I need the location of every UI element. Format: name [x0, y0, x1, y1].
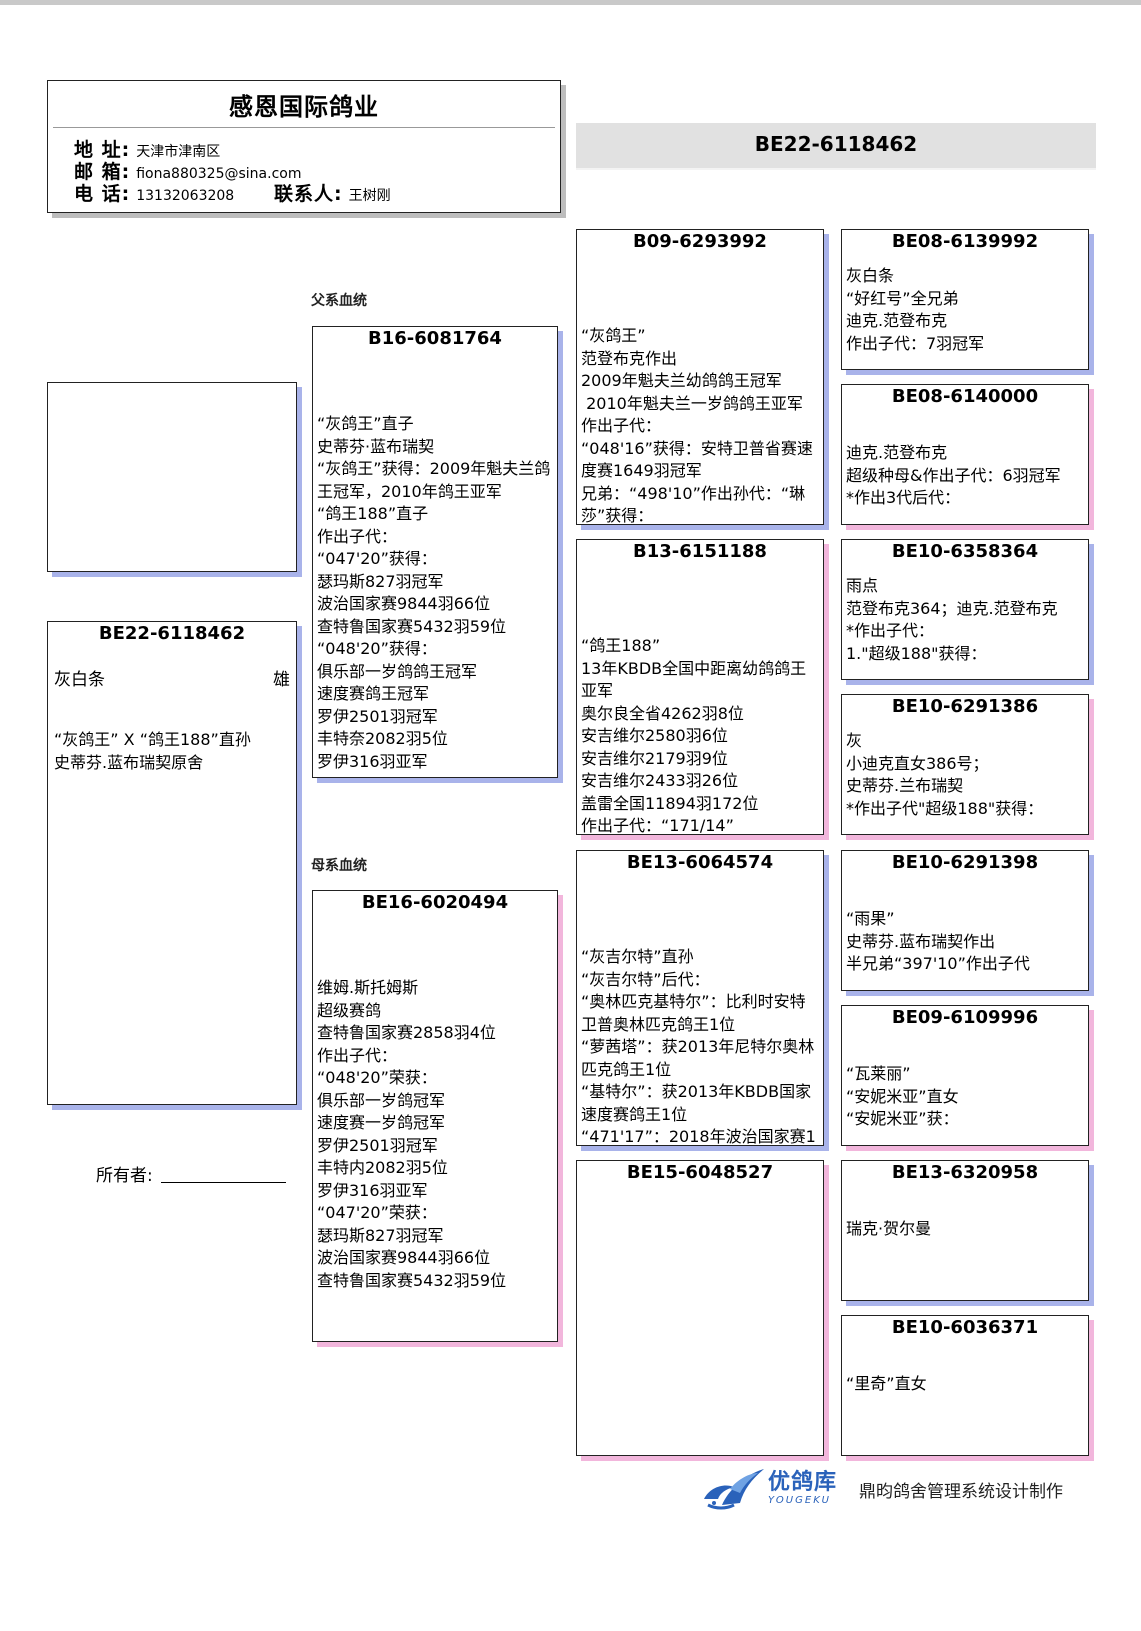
great-grandparent-ring: BE10-6036371 [891, 1317, 1039, 1338]
logo-wordmark: 优鸽库 YOUGEKU [768, 1471, 837, 1507]
email-label: 邮 箱: [74, 161, 131, 183]
subject-ring-banner: BE22-6118462 [576, 123, 1096, 170]
grandparent-ring: BE15-6048527 [626, 1162, 774, 1183]
great-grandparent-ring: BE09-6109996 [891, 1007, 1039, 1028]
great-grandparent-notes: 瑞克·贺尔曼 [846, 1219, 932, 1238]
grandsire-paternal-card: B09-6293992 “灰鸽王” 范登布克作出 2009年魁夫兰幼鸽鸽王冠军 … [576, 229, 824, 525]
great-grandparent-card-8: BE10-6036371 “里奇”直女 [841, 1315, 1089, 1456]
logo-cn: 优鸽库 [768, 1470, 838, 1495]
grandparent-ring: B13-6151188 [633, 541, 767, 562]
owner-signature-line [160, 1182, 286, 1183]
great-grandparent-ring: BE08-6140000 [891, 386, 1039, 407]
contact-value: 王树刚 [348, 188, 391, 204]
owner-field: 所有者: [96, 1161, 286, 1186]
great-grandparent-ring: BE10-6291398 [891, 852, 1039, 873]
granddam-paternal-card: B13-6151188 “鸽王188” 13年KBDB全国中距离幼鸽鸽王亚军 奥… [576, 539, 824, 835]
dam-card: BE16-6020494 维姆.斯托姆斯 超级赛鸽 查特鲁国家赛2858羽4位 … [312, 890, 558, 1342]
email-value: fiona880325@sina.com [136, 166, 302, 182]
subject-ring: BE22-6118462 [98, 623, 246, 644]
phone-row: 电 话: 13132063208 联系人: 王树刚 [74, 179, 544, 206]
great-grandparent-card-1: BE08-6139992 灰白条 “好红号”全兄弟 迪克.范登布克 作出子代：7… [841, 229, 1089, 370]
granddam-maternal-card: BE15-6048527 [576, 1160, 824, 1456]
great-grandparent-ring: BE10-6358364 [891, 541, 1039, 562]
subject-color: 灰白条 [54, 670, 105, 690]
footer-caption: 鼎昀鸽舍管理系统设计制作 [859, 1481, 1064, 1502]
yougeku-logo-icon [704, 1469, 764, 1510]
great-grandparent-notes: 迪克.范登布克 超级种母&作出子代：6羽冠军 *作出3代后代： [846, 443, 1061, 507]
great-grandparent-notes: 雨点 范登布克364；迪克.范登布克 *作出子代： 1."超级188"获得： [846, 576, 1058, 663]
great-grandparent-notes: 灰白条 “好红号”全兄弟 迪克.范登布克 作出子代：7羽冠军 [846, 266, 985, 353]
sire-ring: B16-6081764 [368, 328, 502, 349]
grandparent-notes: “灰鸽王” 范登布克作出 2009年魁夫兰幼鸽鸽王冠军 2010年魁夫兰一岁鸽鸽… [581, 326, 813, 525]
header-divider [53, 127, 555, 128]
dam-ring: BE16-6020494 [361, 892, 509, 913]
subject-card: BE22-6118462 灰白条 雄 “灰鸽王” X “鸽王188”直孙 史蒂芬… [47, 621, 297, 1105]
sire-notes: “灰鸽王”直子 史蒂芬·蓝布瑞契 “灰鸽王”获得：2009年魁夫兰鸽王冠军，20… [317, 414, 551, 771]
great-grandparent-card-4: BE10-6291386 灰 小迪克直女386号； 史蒂芬.兰布瑞契 *作出子代… [841, 694, 1089, 835]
loft-header-card: 感恩国际鸽业 地 址: 天津市津南区 邮 箱: fiona880325@sina.c… [47, 80, 561, 213]
paternal-label: 父系血统 [311, 293, 367, 309]
contact-group: 联系人: 王树刚 [274, 179, 391, 206]
great-grandparent-card-3: BE10-6358364 雨点 范登布克364；迪克.范登布克 *作出子代： 1… [841, 539, 1089, 680]
address-label: 地 址: [74, 139, 131, 161]
email-row: 邮 箱: fiona880325@sina.com [74, 157, 301, 184]
subject-sex: 雄 [273, 670, 290, 690]
address-value: 天津市津南区 [136, 144, 221, 160]
great-grandparent-notes: “里奇”直女 [846, 1374, 927, 1393]
phone-value: 13132063208 [136, 188, 235, 204]
great-grandparent-notes: “瓦莱丽” “安妮米亚”直女 “安妮米亚”获： [846, 1064, 959, 1128]
great-grandparent-card-5: BE10-6291398 “雨果” 史蒂芬.蓝布瑞契作出 半兄弟“397'10”… [841, 850, 1089, 991]
grandparent-notes: “灰吉尔特”直孙 “灰吉尔特”后代： “奥林匹克基特尔”：比利时安特卫普奥林匹克… [581, 947, 816, 1146]
maternal-label: 母系血统 [311, 858, 367, 874]
pigeon-photo-frame [47, 382, 297, 572]
grandparent-notes: “鸽王188” 13年KBDB全国中距离幼鸽鸽王亚军 奥尔良全省4262羽8位 … [581, 636, 807, 835]
great-grandparent-card-2: BE08-6140000 迪克.范登布克 超级种母&作出子代：6羽冠军 *作出3… [841, 384, 1089, 525]
contact-label: 联系人: [274, 183, 343, 205]
footer-branding: 优鸽库 YOUGEKU 鼎昀鸽舍管理系统设计制作 [700, 1465, 1063, 1513]
grandparent-ring: B09-6293992 [633, 231, 767, 252]
loft-name: 感恩国际鸽业 [229, 93, 379, 121]
address-row: 地 址: 天津市津南区 [74, 135, 220, 162]
great-grandparent-card-7: BE13-6320958 瑞克·贺尔曼 [841, 1160, 1089, 1301]
grandsire-maternal-card: BE13-6064574 “灰吉尔特”直孙 “灰吉尔特”后代： “奥林匹克基特尔… [576, 850, 824, 1146]
sire-card: B16-6081764 “灰鸽王”直子 史蒂芬·蓝布瑞契 “灰鸽王”获得：200… [312, 326, 558, 778]
great-grandparent-ring: BE08-6139992 [891, 231, 1039, 252]
great-grandparent-notes: 灰 小迪克直女386号； 史蒂芬.兰布瑞契 *作出子代"超级188"获得： [846, 731, 1044, 818]
logo-en: YOUGEKU [768, 1495, 831, 1506]
phone-label: 电 话: [74, 183, 131, 205]
great-grandparent-card-6: BE09-6109996 “瓦莱丽” “安妮米亚”直女 “安妮米亚”获： [841, 1005, 1089, 1146]
top-border [0, 0, 1141, 5]
subject-note: “灰鸽王” X “鸽王188”直孙 史蒂芬.蓝布瑞契原舍 [54, 730, 251, 772]
dam-notes: 维姆.斯托姆斯 超级赛鸽 查特鲁国家赛2858羽4位 作出子代： “048'20… [317, 978, 507, 1290]
great-grandparent-ring: BE10-6291386 [891, 696, 1039, 717]
grandparent-ring: BE13-6064574 [626, 852, 774, 873]
great-grandparent-ring: BE13-6320958 [891, 1162, 1039, 1183]
owner-label: 所有者: [96, 1166, 153, 1186]
great-grandparent-notes: “雨果” 史蒂芬.蓝布瑞契作出 半兄弟“397'10”作出子代 [846, 909, 1030, 973]
